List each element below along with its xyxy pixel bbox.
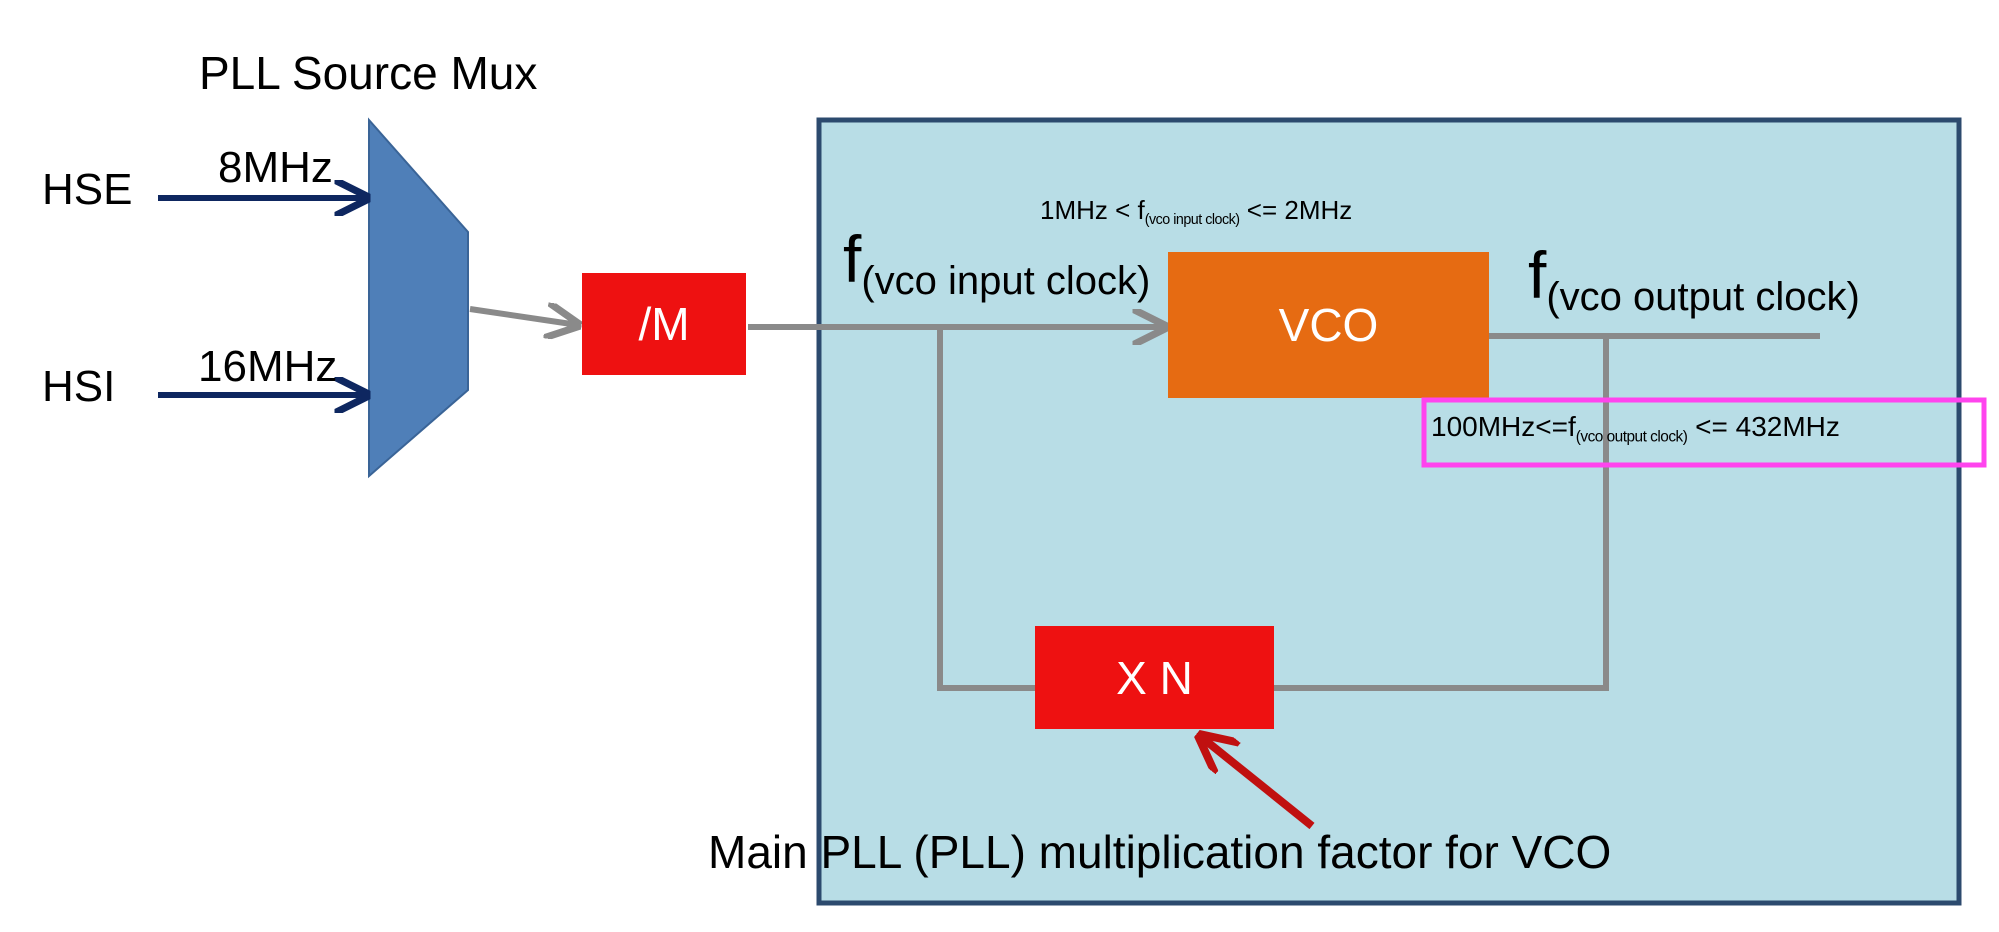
vco-input-constraint-right: <= 2MHz [1246,195,1353,225]
vco-input-clock-label: f(vco input clock) [843,226,1150,301]
vco-output-constraint-left: 100MHz<=f [1431,411,1576,442]
vco-input-constraint-sub: (vco input clock) [1144,212,1240,228]
vco-output-constraint-highlight [1421,397,1987,468]
vco-box [1168,252,1489,398]
multiplier-n-box [1035,626,1274,729]
vco-output-constraint-sub: (vco output clock) [1575,428,1688,446]
vco-label: VCO [1278,299,1379,351]
hsi-label: HSI [42,362,116,411]
divider-m-label: /M [638,298,690,350]
multiplier-n-label: X N [1116,651,1193,704]
vco-output-f: f [1528,238,1547,312]
pll-source-mux [368,117,469,479]
vco-input-constraint: 1MHz < f(vco input clock) <= 2MHz [1040,197,1352,227]
vco-output-constraint-right: <= 432MHz [1695,411,1840,442]
vco-output-constraint: 100MHz<=f(vco output clock) <= 432MHz [1431,413,1840,445]
vco-input-constraint-left: 1MHz < f [1040,195,1145,225]
mux-to-divider-arrow [469,309,578,325]
divider-m-box [582,273,746,375]
mux-title: PLL Source Mux [199,47,538,99]
hsi-freq: 16MHz [198,342,338,391]
pll-container [816,117,1962,906]
hse-label: HSE [42,165,133,214]
vco-input-subscript: (vco input clock) [861,259,1151,303]
vco-output-subscript: (vco output clock) [1546,275,1860,319]
feedback-loop-left [937,327,1035,691]
multiplication-factor-annotation: Main PLL (PLL) multiplication factor for… [708,826,1612,878]
hse-freq: 8MHz [218,143,333,192]
vco-input-f: f [843,222,862,296]
vco-output-clock-label: f(vco output clock) [1528,242,1860,317]
feedback-loop-right [1274,336,1609,691]
annotation-arrow [1200,736,1315,830]
